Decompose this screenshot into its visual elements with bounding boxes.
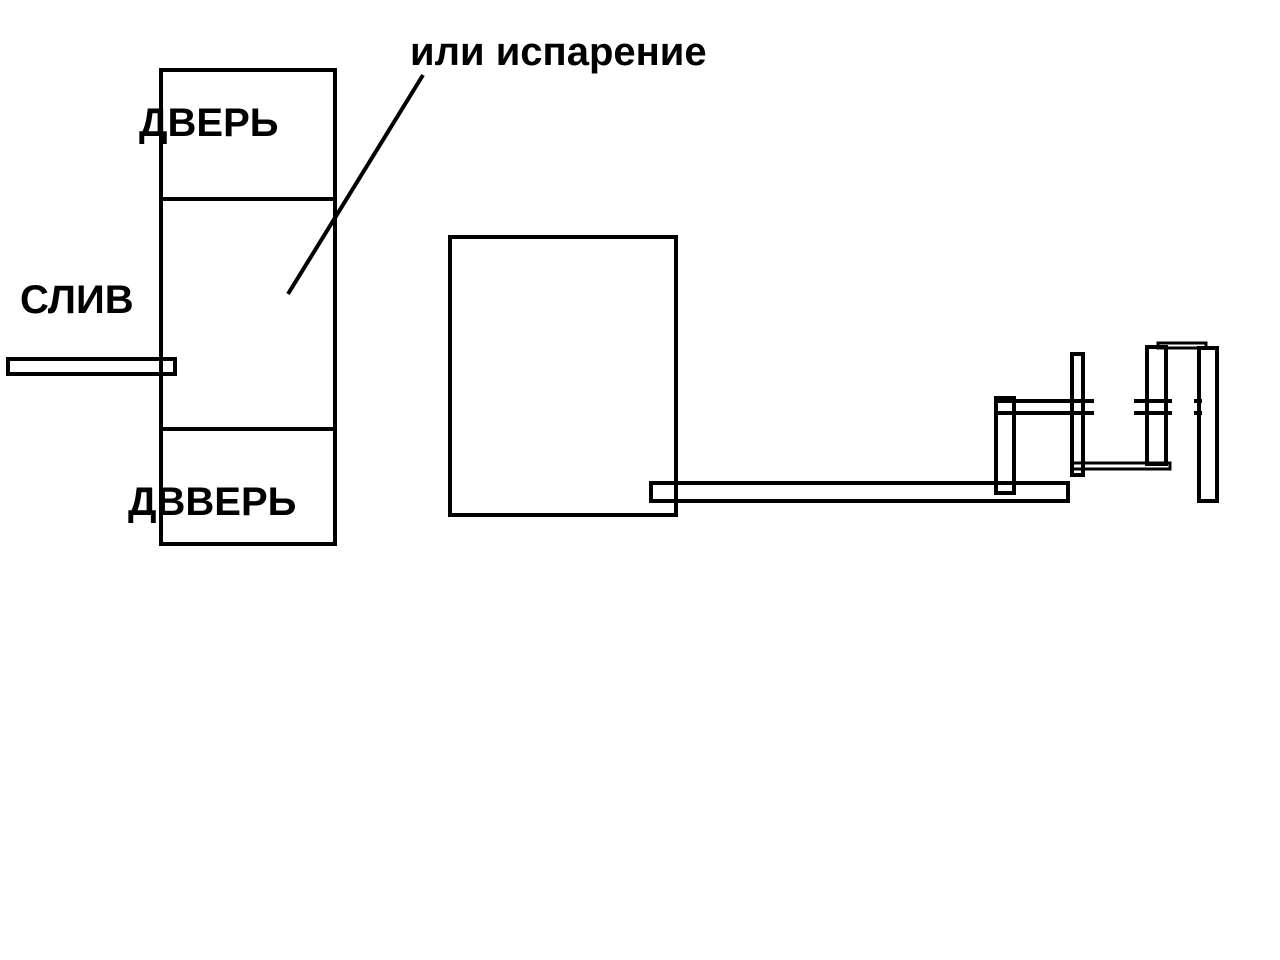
drain-pipe (6, 357, 177, 376)
label-door-bottom: ДВВЕРЬ (128, 480, 296, 524)
label-drain: СЛИВ (20, 278, 134, 322)
connector-bar (1070, 461, 1172, 471)
riser-post-1 (994, 396, 1016, 495)
top-cap (1156, 341, 1208, 350)
riser-post-4 (1197, 346, 1219, 503)
long-pipe (649, 481, 1070, 503)
tank-box (448, 235, 678, 517)
label-door-top: ДВЕРЬ (139, 101, 279, 145)
evaporation-leader-line (286, 73, 425, 296)
cabinet-outline (159, 68, 337, 546)
riser-post-2 (1070, 352, 1085, 477)
label-evaporation: или испарение (410, 30, 707, 74)
